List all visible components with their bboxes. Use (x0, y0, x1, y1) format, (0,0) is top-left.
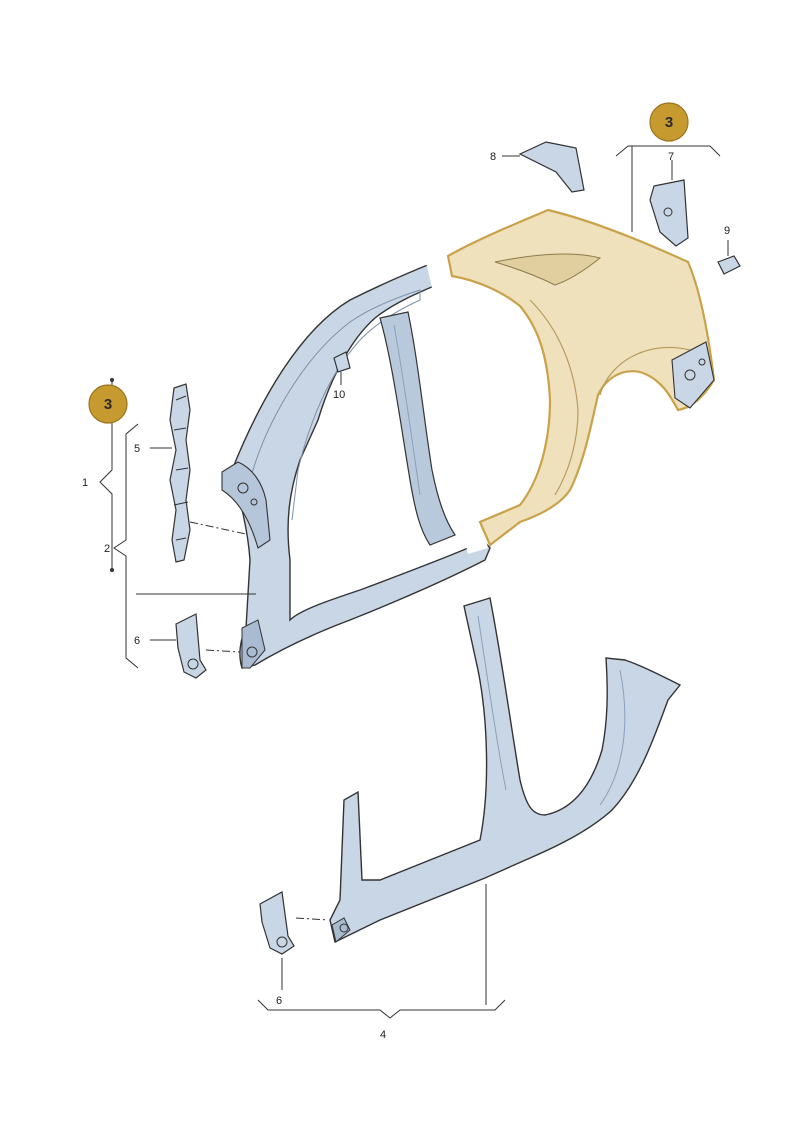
part-9-plug (717, 255, 741, 275)
badge-left: 3 (88, 384, 128, 424)
rear-quarter-panel (446, 208, 716, 547)
part-10-clip (333, 351, 351, 373)
part-6-bracket-upper (175, 613, 207, 679)
part-8-corner-piece (518, 141, 585, 193)
part-4-side-member (329, 597, 682, 944)
callout-5: 5 (134, 443, 140, 455)
callout-6-lower: 6 (276, 995, 282, 1007)
part-6-bracket-lower (259, 891, 295, 955)
callout-7: 7 (668, 151, 674, 163)
part-7-bracket (649, 179, 689, 247)
svg-text:3: 3 (104, 396, 112, 413)
callout-8: 8 (490, 151, 496, 163)
leader-lines (99, 145, 729, 1019)
svg-text:3: 3 (665, 114, 673, 131)
side-frame-panel (221, 252, 491, 669)
callout-10: 10 (333, 389, 345, 401)
part-5-reinforcement (169, 383, 191, 563)
callout-1: 1 (82, 477, 88, 489)
badge-right: 3 (649, 102, 689, 142)
callout-4: 4 (380, 1029, 386, 1041)
callout-9: 9 (724, 225, 730, 237)
callout-6-upper: 6 (134, 635, 140, 647)
callout-2: 2 (104, 543, 110, 555)
